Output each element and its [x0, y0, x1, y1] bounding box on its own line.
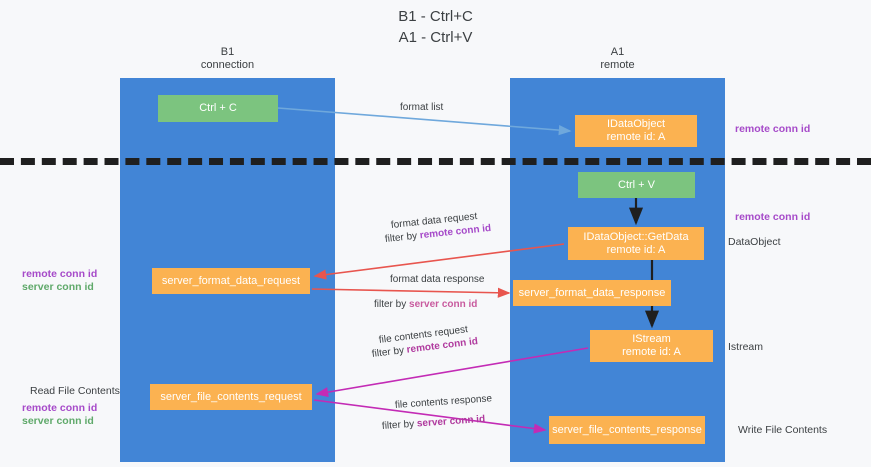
edge-label-format-list: format list	[400, 101, 443, 114]
box-ctrl-v-label: Ctrl + V	[618, 178, 655, 191]
filter-by-text: filter by	[384, 230, 421, 245]
note-left-remote-conn-id-mid: remote conn id	[22, 268, 98, 280]
box-istream-id: remote id: A	[622, 346, 681, 358]
note-dataobject: DataObject	[728, 236, 781, 248]
note-read-file-contents: Read File Contents	[30, 385, 120, 397]
note-left-server-conn-id-mid: server conn id	[22, 281, 94, 293]
lane-header-b1-name: B1	[220, 46, 235, 58]
lane-header-b1-role: connection	[200, 59, 255, 71]
box-idataobject-id: remote id: A	[606, 131, 666, 143]
box-ctrl-v[interactable]: Ctrl + V	[578, 172, 695, 198]
box-getdata-id: remote id: A	[606, 243, 666, 256]
box-istream[interactable]: IStream remote id: A	[590, 330, 713, 362]
box-server-format-data-response[interactable]: server_format_data_response	[513, 280, 671, 306]
diagram-title: B1 - Ctrl+C A1 - Ctrl+V	[0, 6, 871, 48]
box-getdata-name: IDataObject::GetData	[583, 230, 689, 243]
box-server-format-data-request[interactable]: server_format_data_request	[152, 268, 310, 294]
connector-format-data-response	[311, 287, 511, 298]
edge-label-file-contents-response-filter: filter by server conn id	[382, 413, 486, 433]
note-write-file-contents: Write File Contents	[738, 424, 828, 436]
note-right-remote-conn-id-mid: remote conn id	[735, 211, 811, 223]
filter-by-text: filter by	[371, 344, 408, 360]
box-server-format-data-request-label: server_format_data_request	[161, 274, 301, 287]
box-istream-name: IStream	[632, 333, 671, 345]
box-idataobject-name: IDataObject	[606, 118, 666, 130]
title-line-2: A1 - Ctrl+V	[398, 29, 473, 46]
lane-header-a1: A1 remote	[510, 46, 725, 72]
title-line-1: B1 - Ctrl+C	[398, 8, 473, 25]
edge-label-format-data-response: format data response	[390, 273, 485, 286]
lane-header-a1-role: remote	[600, 59, 635, 71]
box-server-file-contents-response[interactable]: server_file_contents_response	[549, 416, 705, 444]
key-server-conn-id: server conn id	[416, 413, 486, 430]
section-divider	[0, 158, 871, 165]
edge-label-file-contents-response: file contents response	[395, 392, 493, 412]
box-server-file-contents-request-label: server_file_contents_request	[160, 390, 302, 403]
box-server-format-data-response-label: server_format_data_response	[518, 286, 666, 299]
box-idataobject[interactable]: IDataObject remote id: A	[575, 115, 697, 147]
box-idataobject-getdata[interactable]: IDataObject::GetData remote id: A	[568, 227, 704, 260]
note-istream: Istream	[728, 341, 764, 353]
lane-header-b1: B1 connection	[120, 46, 335, 72]
box-ctrl-c[interactable]: Ctrl + C	[158, 95, 278, 122]
filter-by-text: filter by	[381, 418, 418, 432]
box-ctrl-c-label: Ctrl + C	[199, 102, 237, 114]
note-left-server-conn-id-bottom: server conn id	[22, 415, 94, 427]
edge-label-format-list-text: format list	[400, 102, 444, 113]
note-left-remote-conn-id-bottom: remote conn id	[22, 402, 98, 414]
edge-label-format-data-response-text: format data response	[390, 274, 485, 285]
filter-by-text: filter by	[374, 299, 410, 310]
edge-label-file-contents-response-text: file contents response	[394, 393, 493, 411]
box-server-file-contents-response-label: server_file_contents_response	[552, 423, 702, 436]
edge-label-format-data-response-filter: filter by server conn id	[374, 298, 477, 311]
note-right-remote-conn-id-top: remote conn id	[735, 123, 811, 135]
box-server-file-contents-request[interactable]: server_file_contents_request	[150, 384, 312, 410]
lane-header-a1-name: A1	[610, 46, 625, 58]
key-server-conn-id: server conn id	[409, 299, 478, 310]
